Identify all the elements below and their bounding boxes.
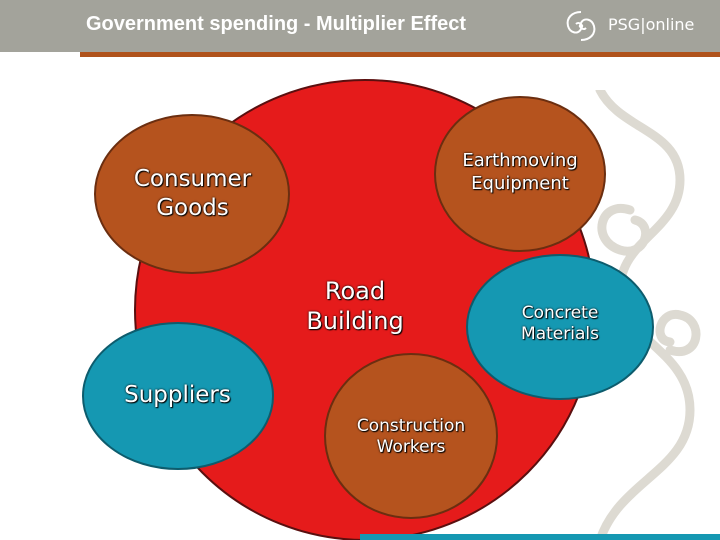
suppliers-label: Suppliers [124,382,231,408]
scroll-emblem-icon [566,11,596,41]
suppliers-node [82,322,274,470]
earthmoving-equipment-node [434,96,606,252]
header-underline [80,52,720,57]
construction-workers-node [324,353,498,519]
concrete-materials-node [466,254,654,400]
bottom-accent-strip [360,534,720,540]
logo-text: PSG|online [608,15,695,34]
psg-online-logo: PSG|online [562,8,712,44]
construction-workers-label: Construction Workers [356,416,466,458]
center-label: Road Building [306,277,404,335]
slide-title: Government spending - Multiplier Effect [86,13,467,35]
consumer-goods-label: Consumer Goods [133,166,252,221]
earthmoving-equipment-label: Earthmoving Equipment [462,150,578,194]
concrete-materials-label: Concrete Materials [521,303,599,345]
consumer-goods-node [94,114,290,274]
header-bar [0,0,720,52]
